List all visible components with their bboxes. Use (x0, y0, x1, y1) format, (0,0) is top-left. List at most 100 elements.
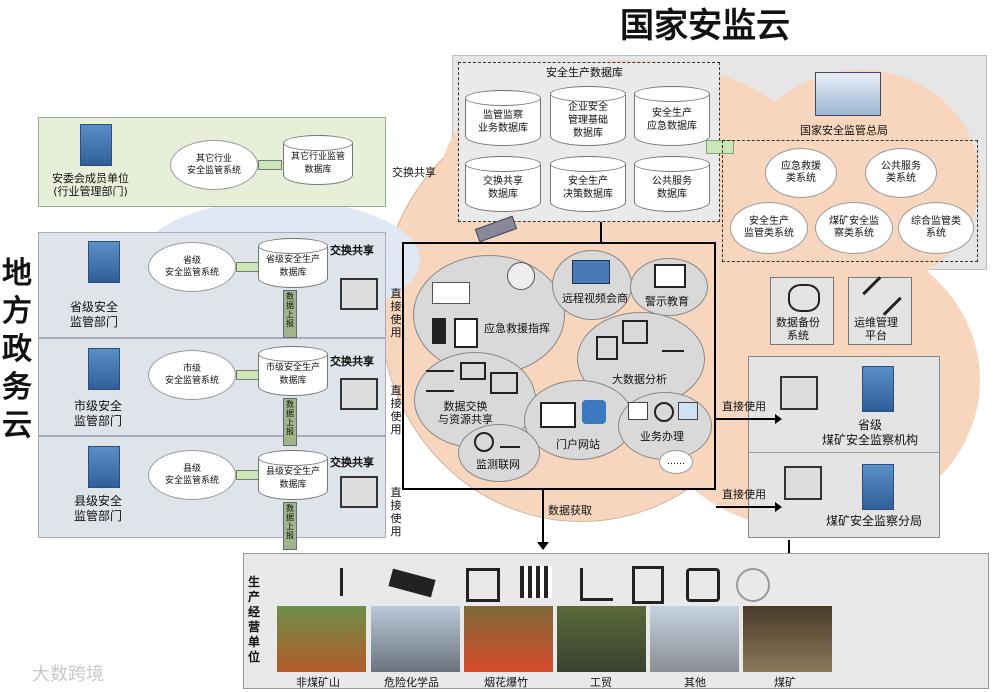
database-backup-icon (788, 284, 820, 312)
bigdata-label: 大数据分析 (612, 373, 667, 386)
doc-icon (628, 402, 648, 420)
other-industry-db-label: 其它行业监管 数据库 (290, 152, 345, 175)
county-db-label: 县级安全生产 数据库 (265, 467, 320, 490)
city-exchange-label: 交换共享 (330, 355, 374, 368)
system-item: 煤矿安全监 察类系统 (815, 202, 893, 254)
other-industry-system: 其它行业 安全监管系统 (170, 140, 258, 190)
photo-others (650, 606, 739, 672)
business-label: 业务办理 (640, 430, 684, 443)
direct-use-arrow (716, 502, 782, 512)
safety-db-item-label: 公共服务 数据库 (652, 176, 692, 200)
upload-arrow-city (283, 398, 297, 446)
national-admin-label: 国家安全监管总局 (800, 124, 888, 137)
walkie-talkie-icon (432, 318, 446, 344)
photo-coal-mine (743, 606, 832, 672)
city-row (38, 338, 386, 436)
warning-label: 警示教育 (645, 295, 689, 308)
ops-label: 运维管理 平台 (854, 316, 898, 342)
photo-label: 非煤矿山 (296, 676, 340, 689)
building-icon (862, 366, 894, 412)
systems-group (722, 140, 978, 262)
exchange-arrows-icon (426, 370, 454, 392)
coal-direct-label-1: 直接使用 (722, 400, 766, 413)
data-fetch-arrow (542, 490, 544, 546)
safety-db-item-label: 监管监察 业务数据库 (478, 110, 528, 134)
monitor-icon (678, 402, 698, 420)
ops-box (848, 277, 912, 345)
building-icon (862, 464, 894, 510)
city-upload-label: 数据上报 (286, 400, 294, 436)
rfid-icon (340, 568, 373, 596)
exchange-arrow (236, 262, 260, 272)
portal-label: 门户网站 (556, 438, 600, 451)
chart-board-icon (622, 320, 648, 344)
national-cloud-title: 国家安监云 (620, 6, 790, 46)
safety-db-item: 公共服务 数据库 (634, 156, 710, 212)
refresh-icon (654, 402, 674, 422)
safety-db-item: 交换共享 数据库 (465, 156, 541, 212)
exchange-arrow (258, 160, 282, 170)
photo-industry-trade (557, 606, 646, 672)
system-item: 综合监管类 系统 (898, 202, 974, 254)
coal-provincial-label: 省级 煤矿安全监察机构 (822, 418, 919, 447)
photo-label: 工贸 (590, 676, 612, 689)
city-db: 市级安全生产 数据库 (258, 346, 328, 396)
safety-db-title: 安全生产数据库 (546, 66, 623, 79)
coal-direct-label-2: 直接使用 (722, 488, 766, 501)
computer-icon (340, 278, 378, 310)
tablet-icon (454, 318, 478, 348)
county-db: 县级安全生产 数据库 (258, 450, 328, 500)
data-fetch-label: 数据获取 (548, 504, 592, 517)
city-system: 市级 安全监管系统 (148, 350, 236, 400)
province-upload-label: 数据上报 (286, 292, 294, 328)
province-db: 省级安全生产 数据库 (258, 238, 328, 288)
computer-icon (780, 376, 818, 410)
exchange-arrow (236, 370, 260, 380)
chart-icon (580, 568, 613, 601)
qr-code-icon (520, 566, 552, 598)
shield-icon (582, 400, 606, 424)
local-cloud-title-text: 地方政务云 (2, 256, 32, 443)
safety-db-item: 安全生产 应急数据库 (634, 86, 710, 146)
county-exchange-label: 交换共享 (330, 456, 374, 469)
exchange-arrow (706, 140, 734, 154)
safety-db-item: 监管监察 业务数据库 (465, 90, 541, 146)
connector-line (714, 242, 716, 490)
safety-db-item-label: 企业安全 管理基础 数据库 (568, 101, 608, 139)
globe-icon (736, 568, 770, 602)
province-exchange-label: 交换共享 (330, 244, 374, 257)
county-direct-label: 直接使用 (390, 486, 402, 538)
county-system: 县级 安全监管系统 (148, 450, 236, 500)
edit-icon (686, 568, 720, 602)
computer-icon (340, 378, 378, 410)
photo-fireworks (464, 606, 553, 672)
photo-label: 其他 (684, 676, 706, 689)
government-building-icon (815, 72, 881, 116)
member-exchange-label: 交换共享 (392, 166, 436, 179)
province-dept-label: 省级安全 监管部门 (70, 300, 119, 329)
monitor-label: 监测联网 (476, 458, 520, 471)
city-dept-label: 市级安全 监管部门 (74, 399, 123, 428)
county-row (38, 436, 386, 538)
emergency-label: 应急救援指挥 (484, 322, 550, 335)
production-label: 生产经营单位 (248, 575, 261, 664)
other-industry-db: 其它行业监管 数据库 (283, 135, 353, 185)
county-dept-label: 县级安全 监管部门 (74, 494, 123, 523)
connector-line (402, 242, 404, 488)
system-item: 公共服务 类系统 (865, 148, 937, 198)
city-db-label: 市级安全生产 数据库 (265, 363, 320, 386)
photo-hazardous-chem (371, 606, 460, 672)
document-icon (632, 566, 664, 604)
connector-line (402, 488, 714, 490)
monitor-network-circle (458, 424, 540, 482)
connector-line (402, 242, 714, 244)
coal-branch-label: 煤矿安全监察分局 (826, 514, 923, 528)
play-icon (474, 432, 494, 452)
safety-db-item-label: 安全生产 应急数据库 (647, 108, 697, 132)
coal-divider (748, 452, 940, 453)
photo-label: 煤矿 (774, 676, 796, 689)
photo-non-coal-mine (277, 606, 366, 672)
network-icon (662, 338, 684, 352)
settings-doc-icon (596, 336, 618, 360)
chip-icon (466, 568, 500, 602)
